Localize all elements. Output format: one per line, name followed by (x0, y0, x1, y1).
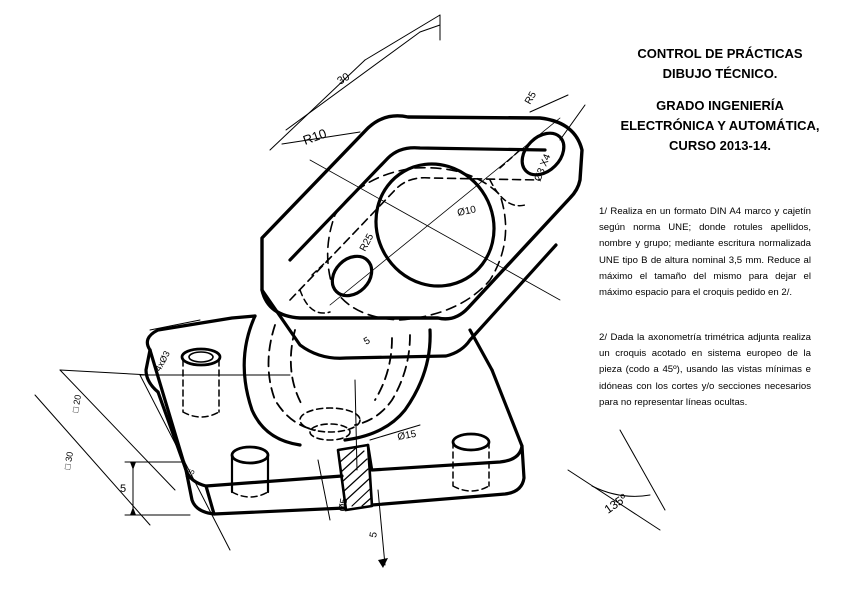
instruction-2: 2/ Dada la axonometría trimétrica adjunt… (599, 332, 811, 408)
base-hole-front-left (230, 445, 270, 498)
dim-30: 30 (335, 71, 352, 88)
dim-sq30: □ 30 (62, 451, 75, 470)
dim-5-bottom: 5 (368, 531, 380, 539)
degree-title-block: GRADO INGENIERÍA ELECTRÓNICA Y AUTOMÁTIC… (590, 96, 848, 156)
dim-r5-top: R5 (523, 90, 539, 107)
dim-5-left: 5 (120, 483, 126, 495)
dim-d10: Ø10 (456, 204, 477, 219)
top-flange (260, 114, 584, 360)
title-line-control: CONTROL DE PRÁCTICAS (637, 46, 803, 61)
instruction-1: 1/ Realiza en un formato DIN A4 marco y … (599, 206, 811, 299)
base-hole-front-right (451, 432, 491, 492)
dimension-arrows (130, 462, 388, 568)
title-line-curso: CURSO 2013-14. (669, 138, 771, 153)
dim-r10: R10 (301, 126, 329, 148)
base-hole-back-left (180, 347, 222, 418)
base-plate (144, 314, 526, 516)
dim-sq20: □ 20 (70, 394, 83, 413)
course-title-block: CONTROL DE PRÁCTICAS DIBUJO TÉCNICO. (590, 44, 848, 84)
dim-d5: Ø5 (337, 497, 350, 512)
elbow-body (242, 314, 432, 447)
title-line-electronica: ELECTRÓNICA Y AUTOMÁTICA, (620, 118, 820, 133)
dim-4xd3: 4xØ3 (153, 349, 172, 373)
title-line-dibujo: DIBUJO TÉCNICO. (662, 66, 778, 81)
dim-d15: Ø15 (397, 429, 418, 443)
dim-d3x4: Ø3 X4 (533, 152, 554, 183)
dim-5-elbow: 5 (362, 335, 373, 348)
title-line-grado: GRADO INGENIERÍA (656, 98, 784, 113)
dim-r25: R25 (358, 232, 377, 254)
dimension-lines (34, 14, 666, 566)
